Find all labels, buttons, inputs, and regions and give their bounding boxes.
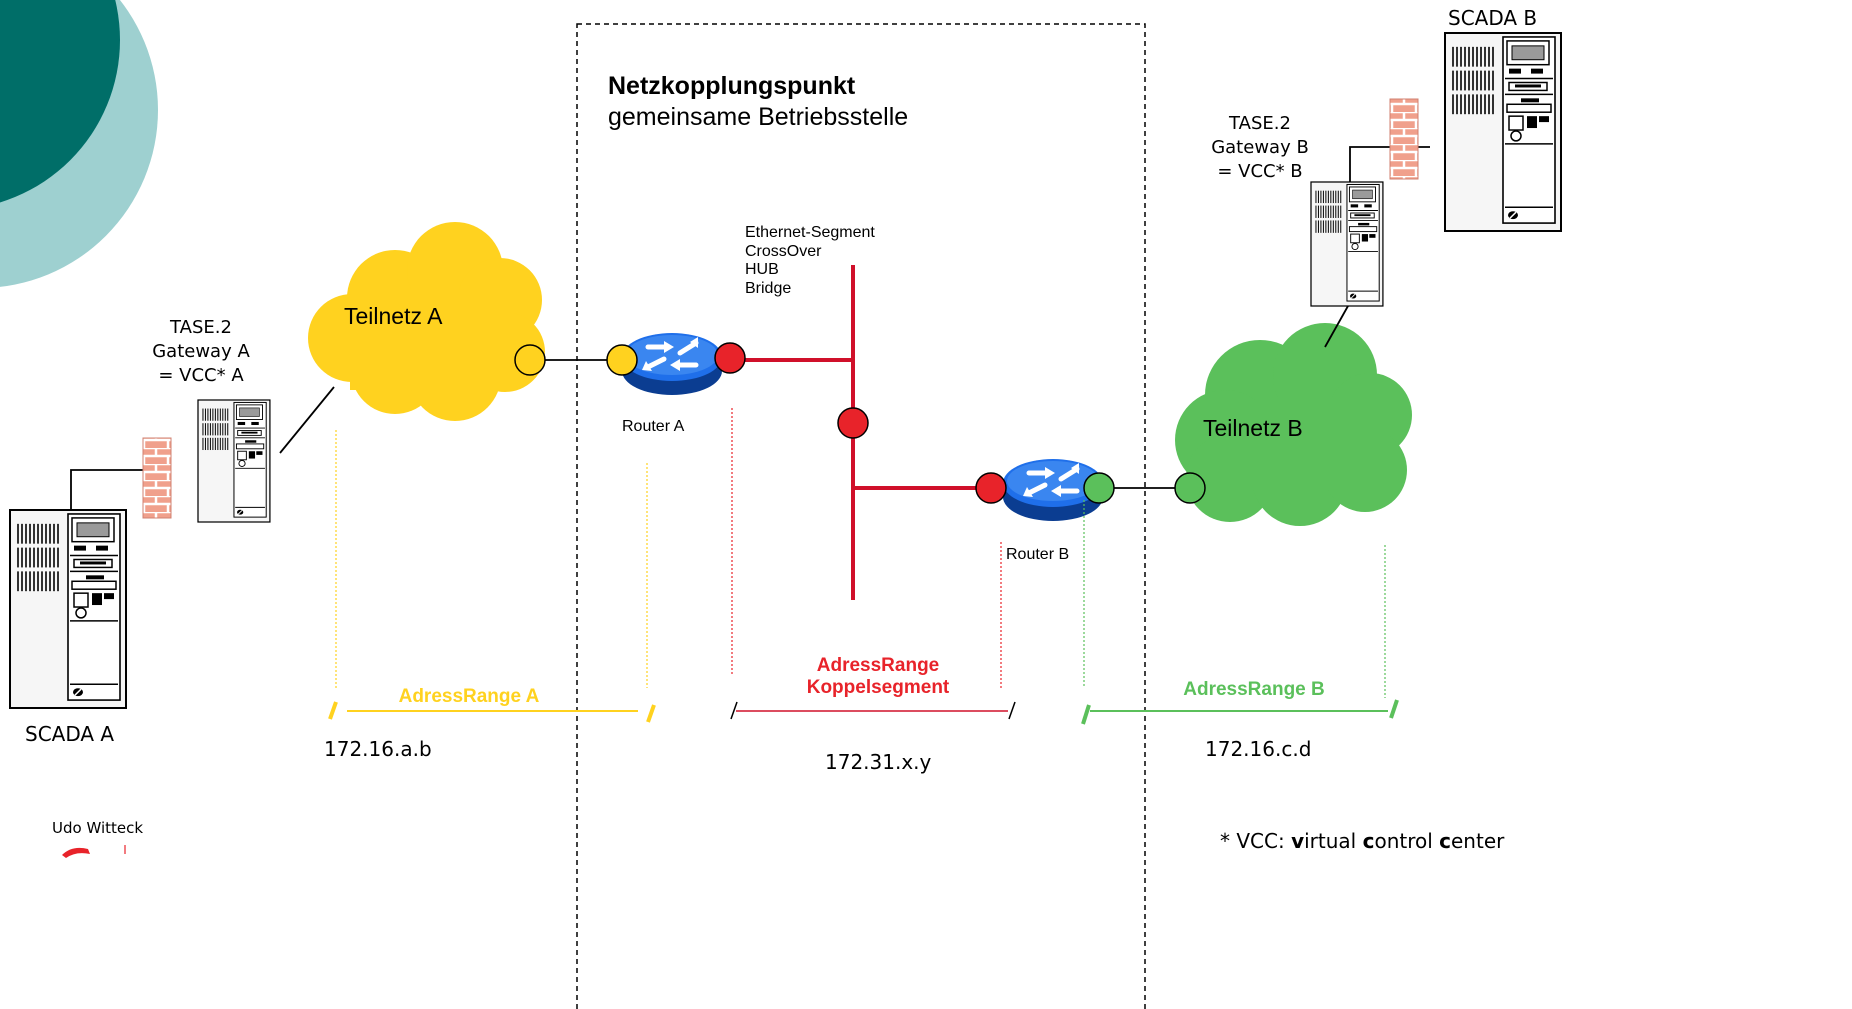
footnote-word-3: enter <box>1451 829 1505 853</box>
teilnetz-a-label: Teilnetz A <box>344 303 443 329</box>
footnote-v: v <box>1291 829 1305 853</box>
router-b-label: Router B <box>1006 546 1070 563</box>
scada-a-computer-icon <box>9 509 127 709</box>
gateway-b-label-3: = VCC* B <box>1217 161 1303 182</box>
footnote-prefix: * VCC: <box>1220 829 1292 853</box>
firewall-b-icon <box>1389 98 1419 180</box>
author-logo <box>62 845 126 858</box>
range-b-line <box>1081 699 1399 725</box>
gateway-a-label-3: = VCC* A <box>158 365 244 386</box>
title-bold: Netzkopplungspunkt <box>608 72 856 100</box>
gateway-b-label-2: Gateway B <box>1211 137 1309 158</box>
gateway-a-computer-icon <box>197 399 271 523</box>
range-k-line <box>730 701 1016 720</box>
ethernet-label-2: CrossOver <box>745 243 822 260</box>
title-subtitle: gemeinsame Betriebsstelle <box>608 103 909 131</box>
range-a-ip: 172.16.a.b <box>324 737 432 761</box>
router-a-label: Router A <box>622 418 685 435</box>
range-a-line <box>328 701 656 723</box>
range-k-ip: 172.31.x.y <box>825 750 932 774</box>
scada-a-label: SCADA A <box>25 722 115 746</box>
netzkopplungspunkt-box <box>576 23 1146 1009</box>
footnote-c2: c <box>1439 829 1451 853</box>
router-a-port-yellow <box>606 344 638 376</box>
footnote-word-1: irtual <box>1304 829 1363 853</box>
router-b-port-red <box>975 472 1007 504</box>
gateway-b-label-1: TASE.2 <box>1229 113 1291 134</box>
firewall-a-icon <box>142 437 172 519</box>
ethernet-label-4: Bridge <box>745 280 792 297</box>
teal-decoration-dark <box>0 0 120 203</box>
ethernet-label-3: HUB <box>745 261 779 278</box>
gateway-b-computer-icon <box>1310 181 1384 307</box>
footnote: * VCC: virtual control center <box>1220 829 1504 853</box>
router-b-port-green <box>1083 472 1115 504</box>
range-k-label-2: Koppelsegment <box>806 677 950 698</box>
scada-b-computer-icon <box>1444 32 1562 232</box>
router-a-port-red <box>714 342 746 374</box>
teilnetz-a-port <box>514 344 546 376</box>
teilnetz-b-cloud <box>1175 323 1412 526</box>
scada-b-label: SCADA B <box>1448 6 1538 30</box>
ethernet-label-1: Ethernet-Segment <box>745 224 875 241</box>
gateway-a-label-1: TASE.2 <box>170 317 232 338</box>
teilnetz-b-label: Teilnetz B <box>1203 415 1303 441</box>
range-b-label: AdressRange B <box>1183 679 1325 700</box>
author-label: Udo Witteck <box>52 819 144 837</box>
gateway-a-label-2: Gateway A <box>152 341 250 362</box>
teilnetz-a-cloud <box>308 222 545 421</box>
range-k-label-1: AdressRange <box>816 655 940 676</box>
ethernet-port <box>837 407 869 439</box>
footnote-c1: c <box>1362 829 1375 853</box>
range-a-label: AdressRange A <box>398 686 540 707</box>
footnote-word-2: ontrol <box>1374 829 1440 853</box>
teilnetz-b-port <box>1174 472 1206 504</box>
range-b-ip: 172.16.c.d <box>1205 737 1312 761</box>
